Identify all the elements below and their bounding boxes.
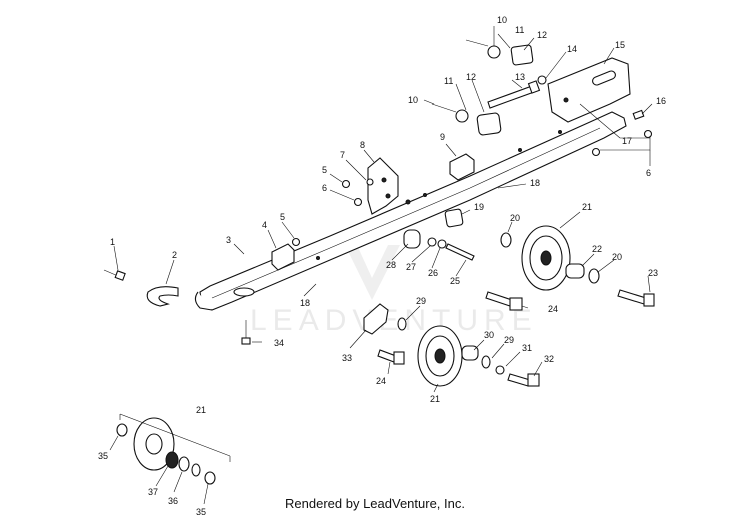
callout-10: 10 (497, 15, 507, 25)
bolt (241, 320, 251, 345)
callout-28: 28 (386, 260, 396, 270)
callout-5: 5 (280, 212, 285, 222)
spacer (444, 208, 464, 228)
rear-bracket-plate (547, 57, 631, 123)
callout-10: 10 (408, 95, 418, 105)
spacer (461, 345, 479, 361)
washer (397, 317, 491, 369)
watermark-logo: LEADVENTURE (250, 245, 538, 337)
callout-30: 30 (484, 330, 494, 340)
callout-11: 11 (444, 76, 453, 86)
leader-lines (109, 26, 653, 505)
callout-17: 17 (622, 136, 632, 146)
callout-27: 27 (406, 262, 416, 272)
callout-18: 18 (300, 298, 310, 308)
callout-6: 6 (322, 183, 327, 193)
callout-20: 20 (510, 213, 520, 223)
callout-8: 8 (360, 140, 365, 150)
washer (500, 232, 600, 284)
callout-21: 21 (196, 405, 206, 415)
callout-11: 11 (515, 25, 524, 35)
callout-32: 32 (544, 354, 554, 364)
callout-3: 3 (226, 235, 231, 245)
rail-block-front (271, 243, 295, 271)
callout-21: 21 (582, 202, 592, 212)
rail-tip-hook (146, 286, 179, 307)
footer-credit: Rendered by LeadVenture, Inc. (285, 496, 465, 511)
callout-29: 29 (416, 296, 426, 306)
callout-20: 20 (612, 252, 622, 262)
nut (495, 365, 505, 375)
callout-1: 1 (110, 237, 115, 247)
callout-22: 22 (592, 244, 602, 254)
spacer (565, 263, 585, 279)
callout-29: 29 (504, 335, 514, 345)
bolt (507, 373, 540, 387)
idler-wheel (417, 325, 463, 387)
bolt (377, 291, 523, 365)
bolt (632, 109, 645, 120)
bolt (617, 289, 655, 307)
callout-9: 9 (440, 132, 445, 142)
callout-7: 7 (340, 150, 345, 160)
callout-21: 21 (430, 394, 440, 404)
nut (291, 75, 653, 247)
callout-18: 18 (530, 178, 540, 188)
callout-12: 12 (537, 30, 547, 40)
bolt (103, 269, 126, 281)
spacer (403, 229, 475, 261)
callout-23: 23 (648, 268, 658, 278)
watermark-text: LEADVENTURE (250, 304, 538, 337)
callout-labels: 10 11 12 14 15 13 11 12 10 16 17 6 9 8 7… (98, 15, 666, 517)
front-bracket (367, 157, 399, 215)
callout-34: 34 (274, 338, 284, 348)
idler-wheel (521, 225, 571, 291)
callout-19: 19 (474, 202, 484, 212)
callout-24: 24 (548, 304, 558, 314)
spacer-block (455, 44, 534, 136)
rail-slot (233, 287, 255, 297)
wheel-assembly-detail (116, 413, 231, 485)
bolt (431, 39, 541, 113)
callout-31: 31 (522, 343, 532, 353)
callout-36: 36 (168, 496, 178, 506)
callout-26: 26 (428, 268, 438, 278)
callout-33: 33 (342, 353, 352, 363)
callout-16: 16 (656, 96, 666, 106)
callout-25: 25 (450, 276, 460, 286)
pivot-arm (363, 303, 389, 335)
callout-6: 6 (646, 168, 651, 178)
callout-14: 14 (567, 44, 577, 54)
callout-13: 13 (515, 72, 525, 82)
callout-37: 37 (148, 487, 158, 497)
callout-5: 5 (322, 165, 327, 175)
rail-block (449, 153, 475, 181)
callout-24: 24 (376, 376, 386, 386)
callout-35: 35 (196, 507, 206, 517)
slide-rail (194, 111, 627, 311)
callout-15: 15 (615, 40, 625, 50)
callout-35: 35 (98, 451, 108, 461)
callout-2: 2 (172, 250, 177, 260)
callout-4: 4 (262, 220, 267, 230)
callout-12: 12 (466, 72, 476, 82)
